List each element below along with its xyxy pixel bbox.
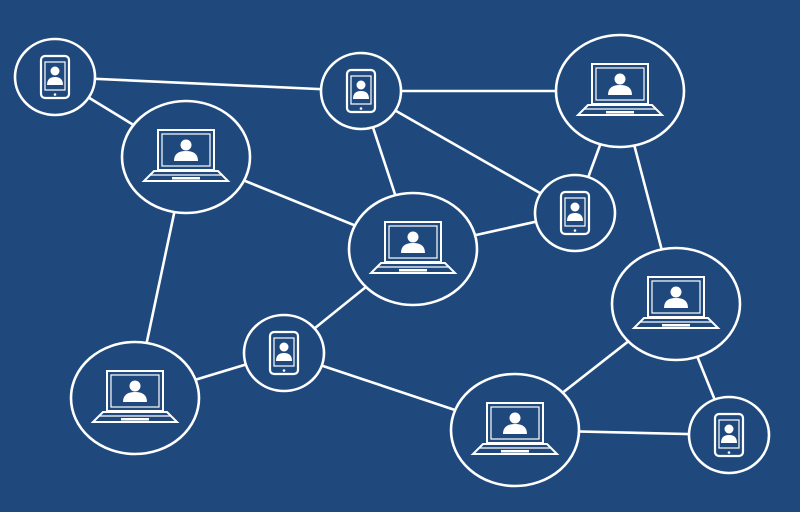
phone-icon bbox=[559, 190, 591, 236]
network-node bbox=[610, 246, 742, 362]
laptop-icon bbox=[631, 276, 721, 329]
connection-line bbox=[360, 89, 576, 215]
phone-icon bbox=[345, 68, 377, 114]
connection-line bbox=[54, 75, 362, 93]
laptop-icon bbox=[368, 221, 458, 274]
laptop-icon bbox=[141, 129, 231, 182]
network-node bbox=[449, 372, 581, 488]
network-node bbox=[120, 99, 252, 215]
phone-icon bbox=[268, 330, 300, 376]
network-node bbox=[554, 33, 686, 149]
network-node bbox=[687, 395, 771, 475]
phone-icon bbox=[39, 54, 71, 100]
network-node bbox=[13, 37, 97, 117]
network-node bbox=[319, 51, 403, 131]
network-node bbox=[242, 313, 326, 393]
phone-icon bbox=[713, 412, 745, 458]
laptop-icon bbox=[575, 63, 665, 116]
laptop-icon bbox=[470, 402, 560, 455]
network-node bbox=[69, 340, 201, 456]
network-node bbox=[347, 191, 479, 307]
network-node bbox=[533, 173, 617, 253]
laptop-icon bbox=[90, 370, 180, 423]
